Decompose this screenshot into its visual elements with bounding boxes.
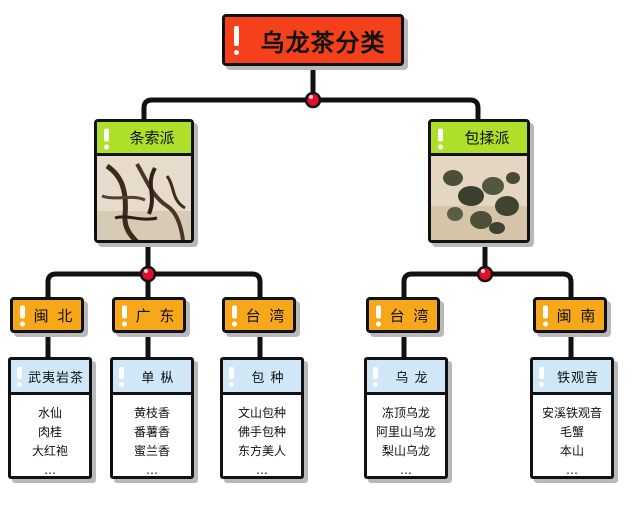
group-twisted: 条索派 (94, 119, 194, 243)
card-header: 武夷岩茶 (11, 360, 89, 395)
junction-dot-left (139, 265, 157, 283)
region-badge: 闽 北 (10, 297, 84, 333)
group-rolled: 包揉派 (428, 119, 530, 243)
region-badge: 台 湾 (222, 297, 296, 333)
group-header: 条索派 (97, 122, 191, 156)
region-label: 闽 北 (33, 306, 75, 325)
exclamation-icon (229, 367, 234, 387)
card-title: 铁观音 (556, 370, 599, 386)
junction-dots (139, 91, 494, 283)
list-item: 梨山乌龙 (381, 444, 430, 458)
group-title: 条索派 (129, 129, 175, 147)
list-item: … (400, 463, 412, 477)
card-items: 文山包种 佛手包种 东方美人 … (223, 404, 301, 477)
card-items: 安溪铁观音 毛蟹 本山 … (533, 404, 611, 477)
region-label: 台 湾 (245, 306, 287, 325)
card-header: 包 种 (223, 360, 301, 395)
exclamation-icon (20, 305, 25, 327)
exclamation-icon (119, 367, 124, 387)
exclamation-icon (543, 305, 548, 327)
list-item: 黄枝香 (133, 406, 170, 420)
exclamation-icon (232, 305, 237, 327)
list-item: 蜜兰香 (133, 444, 170, 458)
group-header: 包揉派 (431, 122, 527, 156)
twisted-leaves-image (97, 156, 191, 240)
exclamation-icon (17, 367, 22, 387)
junction-dot-right (476, 265, 494, 283)
list-item: 佛手包种 (237, 425, 286, 439)
exclamation-icon (438, 128, 443, 149)
list-item: 番薯香 (133, 425, 170, 439)
variety-card: 包 种 文山包种 佛手包种 东方美人 … (220, 357, 304, 479)
exclamation-icon (373, 367, 378, 387)
region-badge: 闽 南 (533, 297, 607, 333)
card-items: 水仙 肉桂 大红袍 … (11, 404, 89, 477)
card-header: 铁观音 (533, 360, 611, 395)
card-header: 单 枞 (113, 360, 191, 395)
variety-card: 武夷岩茶 水仙 肉桂 大红袍 … (8, 357, 92, 479)
exclamation-icon (376, 305, 381, 327)
card-title: 单 枞 (141, 370, 175, 386)
root-title: 乌龙茶分类 (260, 28, 386, 57)
exclamation-icon (539, 367, 544, 387)
card-header: 乌 龙 (367, 360, 445, 395)
list-item: 大红袍 (31, 444, 68, 458)
list-item: … (44, 463, 56, 477)
variety-card: 乌 龙 冻顶乌龙 阿里山乌龙 梨山乌龙 … (364, 357, 448, 479)
rolled-leaves-image (431, 156, 527, 240)
region-badge: 广 东 (112, 297, 186, 333)
list-item: 文山包种 (237, 406, 286, 420)
card-items: 冻顶乌龙 阿里山乌龙 梨山乌龙 … (367, 404, 445, 477)
list-item: 水仙 (37, 406, 62, 420)
card-title: 乌 龙 (395, 370, 429, 386)
list-item: 阿里山乌龙 (375, 425, 436, 439)
card-items: 黄枝香 番薯香 蜜兰香 … (113, 404, 191, 477)
junction-dot-root (304, 91, 322, 109)
list-item: 冻顶乌龙 (381, 406, 430, 420)
region-label: 台 湾 (389, 306, 431, 325)
region-label: 闽 南 (556, 306, 598, 325)
region-label: 广 东 (135, 306, 177, 325)
exclamation-icon (104, 128, 109, 149)
root-node: 乌龙茶分类 (222, 14, 404, 66)
exclamation-icon (234, 26, 239, 55)
list-item: 本山 (559, 444, 584, 458)
exclamation-icon (122, 305, 127, 327)
card-title: 武夷岩茶 (27, 370, 84, 386)
list-item: 肉桂 (37, 425, 62, 439)
card-title: 包 种 (251, 370, 285, 386)
list-item: … (146, 463, 158, 477)
list-item: … (256, 463, 268, 477)
region-badge: 台 湾 (366, 297, 440, 333)
list-item: … (566, 463, 578, 477)
list-item: 毛蟹 (559, 425, 584, 439)
list-item: 东方美人 (237, 444, 286, 458)
list-item: 安溪铁观音 (541, 406, 602, 420)
group-title: 包揉派 (464, 129, 510, 147)
variety-card: 单 枞 黄枝香 番薯香 蜜兰香 … (110, 357, 194, 479)
variety-card: 铁观音 安溪铁观音 毛蟹 本山 … (530, 357, 614, 479)
